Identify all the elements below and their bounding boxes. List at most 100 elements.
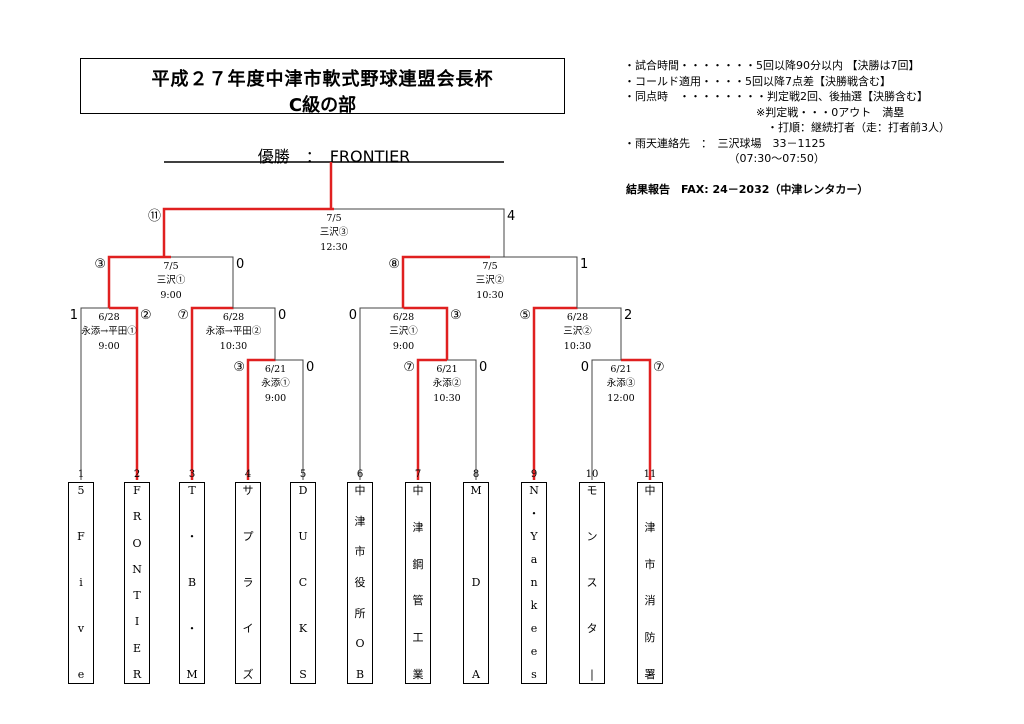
team-name-char: k [530, 599, 538, 612]
team-name-char: タ [586, 622, 598, 635]
team-name-char: R [132, 510, 142, 524]
team-name-char: 5 [77, 484, 85, 497]
note-line: ・打順：継続打者（走：打者前3人） [624, 121, 950, 134]
team-name-char: 鋼 [412, 557, 424, 571]
team-name-char: n [530, 576, 538, 589]
score-left: 1 [70, 308, 78, 323]
team-name-char: ズ [242, 668, 254, 681]
match-time: 9:00 [160, 290, 181, 301]
bracket-line-right [403, 306, 449, 360]
team-number: 3 [188, 469, 196, 480]
score-right: ② [140, 308, 152, 323]
team-name-char: v [77, 622, 85, 635]
match-time: 9:00 [98, 341, 119, 352]
team-name-char: U [298, 530, 308, 543]
team-number: 6 [356, 469, 364, 480]
team-name-char: 中 [412, 484, 424, 497]
team-number: 9 [530, 469, 538, 480]
team-name-char: I [134, 615, 140, 629]
team-name-char: S [299, 668, 307, 681]
team-name-char: 中 [354, 484, 366, 497]
bracket-line-right [109, 306, 139, 480]
match-venue: 永添③ [607, 377, 636, 389]
match-date: 6/28 [567, 312, 588, 323]
bracket-line-right [275, 359, 304, 480]
team-name-char: N [132, 562, 142, 576]
tournament-title: 平成２７年度中津市軟式野球連盟会長杯 [151, 69, 494, 90]
team-number: 11 [643, 469, 657, 480]
team-name-char: D [298, 484, 308, 497]
team-name-char: 工 [412, 631, 424, 645]
team-name-char: s [531, 668, 537, 681]
rules-notes: ・試合時間・・・・・・・5回以降90分以内 【決勝は7回】 ・コールド適用・・・… [624, 58, 950, 167]
bracket-line-left [107, 255, 171, 308]
score-right: 4 [507, 209, 515, 224]
team-name-char: O [355, 637, 365, 651]
match-time: 12:00 [607, 393, 634, 404]
team-number: 7 [414, 469, 422, 480]
team-name-char: e [77, 668, 85, 681]
team-name-char: T [188, 484, 196, 497]
bracket-line-left [401, 255, 490, 308]
team-number: 2 [133, 469, 141, 480]
match-time: 10:30 [433, 393, 460, 404]
match-venue: 三沢② [476, 274, 505, 286]
note-line: ※判定戦・・・0アウト 満塁 [624, 105, 905, 119]
team-name-char: F [133, 484, 141, 497]
note-line: ・雨天連絡先 ： 三沢球場 33－1125 [624, 136, 826, 150]
team-name-char: 所 [354, 606, 366, 620]
team-name-char: N [529, 484, 539, 497]
score-right: ③ [450, 308, 462, 323]
team-name-char: A [472, 668, 480, 681]
team-number: 10 [585, 469, 599, 480]
bracket-line-right [233, 307, 276, 360]
match-date: 6/28 [393, 312, 414, 323]
score-right: 2 [624, 308, 632, 323]
team-name-char: a [530, 553, 538, 566]
team-name-char: K [298, 622, 308, 635]
team-name-char: イ [242, 622, 254, 635]
score-left: 0 [349, 308, 357, 323]
match-venue: 永添→平田① [81, 325, 137, 337]
team-name-char: 役 [354, 575, 366, 589]
match-venue: 永添① [261, 377, 290, 389]
bracket-line-left [190, 306, 234, 480]
match-time: 9:00 [393, 341, 414, 352]
bracket-line-right [577, 307, 622, 360]
match-time: 10:30 [220, 341, 247, 352]
match-date: 6/21 [265, 364, 286, 375]
team-name-char: M [470, 484, 482, 497]
team-name-box: サプライズ [235, 482, 261, 684]
note-line: ・同点時 ・・・・・・・・判定戦2回、後抽選【決勝含む】 [624, 90, 928, 103]
score-left: ⑦ [403, 360, 415, 375]
score-right: 0 [479, 360, 487, 375]
match-venue: 三沢① [389, 325, 418, 337]
team-name-char: B [355, 667, 365, 681]
team-name-char: 防 [644, 631, 656, 645]
team-name-char: M [186, 668, 198, 681]
team-name-box: モンスタ| [579, 482, 605, 684]
team-name-box: T・B・M [179, 482, 205, 684]
team-name-char: ・ [186, 530, 198, 543]
team-name-char: ・ [528, 507, 540, 520]
bracket-line-left [246, 358, 276, 480]
score-left: ⑪ [148, 209, 161, 224]
team-name-char: ラ [242, 576, 254, 589]
score-left: ⑧ [388, 257, 400, 272]
match-time: 10:30 [564, 341, 591, 352]
match-date: 6/21 [610, 364, 631, 375]
team-name-char: e [530, 645, 538, 658]
team-name-char: E [132, 641, 142, 655]
team-name-char: i [79, 576, 83, 589]
score-left: ③ [94, 257, 106, 272]
team-name-char: 中 [644, 484, 656, 497]
team-name-char: 津 [412, 520, 424, 534]
team-name-char: ス [586, 576, 598, 589]
team-name-char: R [132, 667, 142, 681]
